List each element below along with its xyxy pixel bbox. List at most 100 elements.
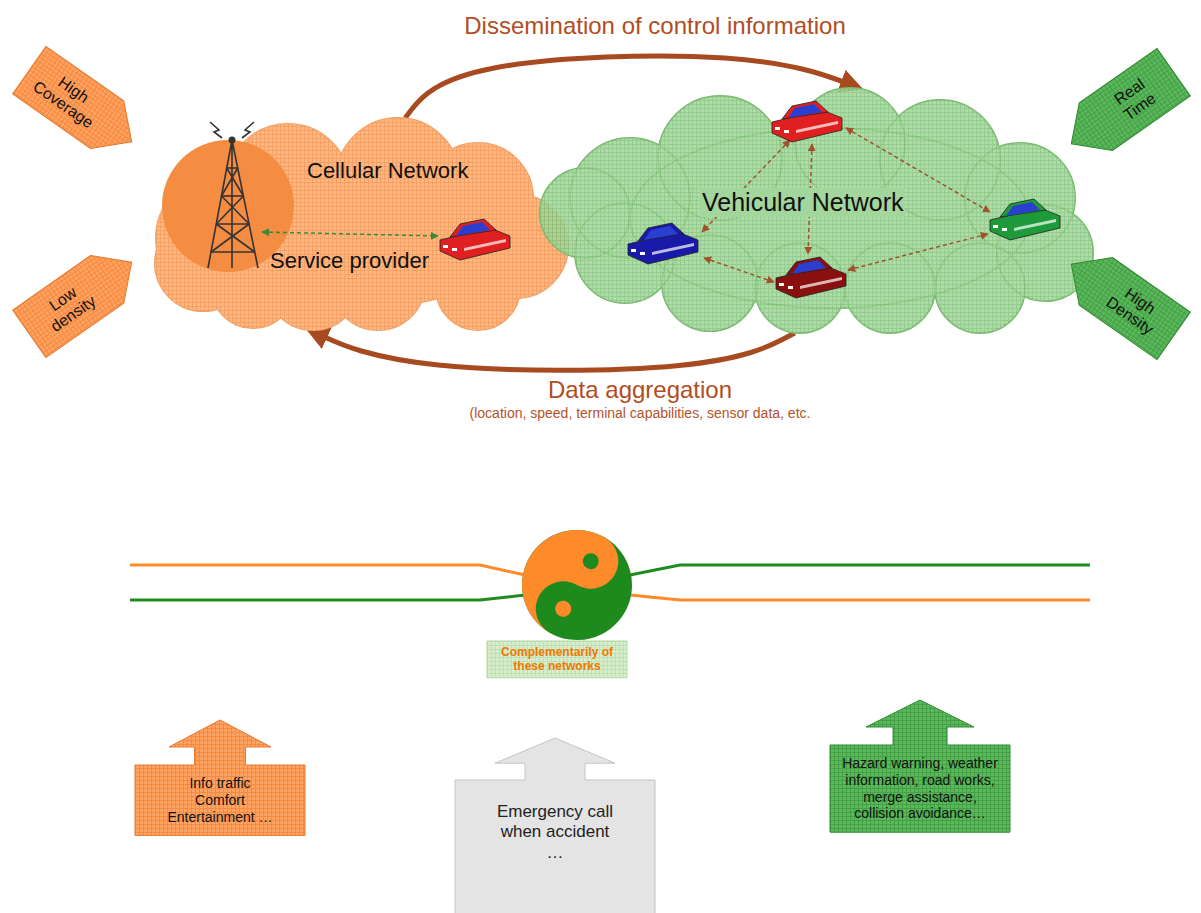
arrow-outline: [1054, 48, 1190, 167]
car-roof: [786, 257, 832, 275]
link-line: [704, 258, 774, 282]
text-holder: Vehicular Network: [700, 188, 905, 217]
label-holder: Data aggregation: [548, 376, 732, 404]
tower-brace: [216, 196, 243, 224]
tower-brace: [222, 196, 250, 224]
text-holder: Info traffic Comfort Entertainment …: [165, 775, 275, 825]
car-light: [1002, 228, 1007, 231]
car-roof: [782, 101, 828, 119]
car-icon: [772, 101, 842, 142]
yin-yang-orange: [502, 510, 628, 646]
box-outline: [830, 700, 1010, 832]
cloud-bump: [630, 128, 1030, 308]
yin-yang-symbol: [502, 510, 652, 660]
tower-leg: [208, 140, 258, 268]
cloud-fill: [155, 118, 568, 330]
car-stripe: [800, 277, 842, 289]
car-stripe: [464, 239, 506, 251]
car-window: [1006, 202, 1040, 216]
car-light: [443, 245, 448, 248]
network-name: Service provider: [268, 248, 431, 274]
tower-bar: [211, 251, 255, 253]
arrow-box: Complementarily of these networks: [487, 641, 627, 678]
arrow-outline: [12, 46, 148, 165]
car-light: [788, 286, 793, 289]
box-text: Emergency call when accident …: [493, 802, 617, 863]
text-holder: Hazard warning, weather information, roa…: [840, 755, 1000, 822]
car-stripe: [652, 243, 694, 255]
car-roof: [1000, 199, 1046, 217]
yin-yang-dot: [552, 598, 574, 620]
network-cloud: Vehicular Network: [540, 88, 1100, 333]
edge-label: Data aggregation: [548, 376, 732, 404]
car-window: [456, 222, 490, 236]
link-line: [702, 140, 790, 232]
text-holder: Complementarily of these networks: [490, 645, 624, 674]
tower-brace: [222, 168, 238, 196]
car-window: [644, 226, 678, 240]
orange-road-line: [130, 565, 525, 575]
car-light: [452, 248, 457, 251]
network-name: Cellular Network: [305, 158, 470, 184]
car-icon: [776, 257, 846, 298]
yin-yang-dot: [580, 550, 602, 572]
cloud-outline: [540, 88, 1093, 333]
block-arrow: High Density: [1054, 240, 1190, 359]
tower-bar: [227, 167, 238, 169]
caption-text: Complementarily of these networks: [490, 645, 624, 674]
tower-brace: [211, 224, 249, 252]
link-line: [848, 234, 988, 270]
text-holder: Service provider: [268, 248, 431, 274]
green-road-line: [130, 595, 525, 600]
block-arrow: High Coverage: [12, 46, 148, 165]
tower-bar: [216, 223, 249, 225]
cloud-outline: [155, 118, 568, 330]
car-light: [640, 252, 645, 255]
orange-road-line: [630, 595, 1090, 600]
arrow-box: Hazard warning, weather information, roa…: [830, 700, 1010, 832]
antenna-tower: [208, 122, 258, 268]
text-holder: Cellular Network: [305, 158, 470, 184]
block-arrow: Low density: [12, 238, 148, 357]
car-icon: [628, 223, 698, 264]
network-name: Vehicular Network: [700, 188, 905, 217]
car-icon: [990, 199, 1060, 240]
car-roof: [638, 223, 684, 241]
arrow-box: Emergency call when accident …: [455, 738, 655, 913]
car-light: [993, 225, 998, 228]
car-stripe: [796, 121, 838, 133]
label-holder: (location, speed, terminal capabilities,…: [470, 405, 811, 421]
arrow-outline: [1054, 240, 1190, 359]
link-line: [262, 232, 438, 236]
cloud-shape: [148, 118, 573, 330]
network-cloud: Cellular NetworkService provider: [148, 118, 573, 330]
box-text: Hazard warning, weather information, roa…: [840, 755, 1000, 822]
tower-bar: [222, 195, 244, 197]
tower-brace: [216, 224, 255, 252]
green-road-line: [630, 565, 1090, 575]
car-icon: [440, 219, 510, 260]
cloud-fill: [540, 88, 1093, 333]
label-holder: Dissemination of control information: [464, 12, 846, 40]
edge-label: Dissemination of control information: [464, 12, 846, 40]
arrow-outline: [12, 238, 148, 357]
car-light: [631, 249, 636, 252]
flow-arrow: [405, 56, 859, 118]
car-window: [792, 260, 826, 274]
note-label: (location, speed, terminal capabilities,…: [470, 405, 811, 421]
car-light: [779, 283, 784, 286]
radio-wave: [210, 122, 254, 138]
car-window: [788, 104, 822, 118]
tower-top: [229, 137, 236, 144]
yin-yang-green: [502, 510, 652, 660]
flow-arrow: [310, 330, 795, 370]
box-outline: [135, 720, 305, 835]
car-light: [784, 130, 789, 133]
car-light: [775, 127, 780, 130]
box-text: Info traffic Comfort Entertainment …: [165, 775, 275, 825]
cloud-bump: [630, 128, 1030, 308]
box-outline: [487, 641, 627, 678]
arrow-box: Info traffic Comfort Entertainment …: [135, 720, 305, 835]
